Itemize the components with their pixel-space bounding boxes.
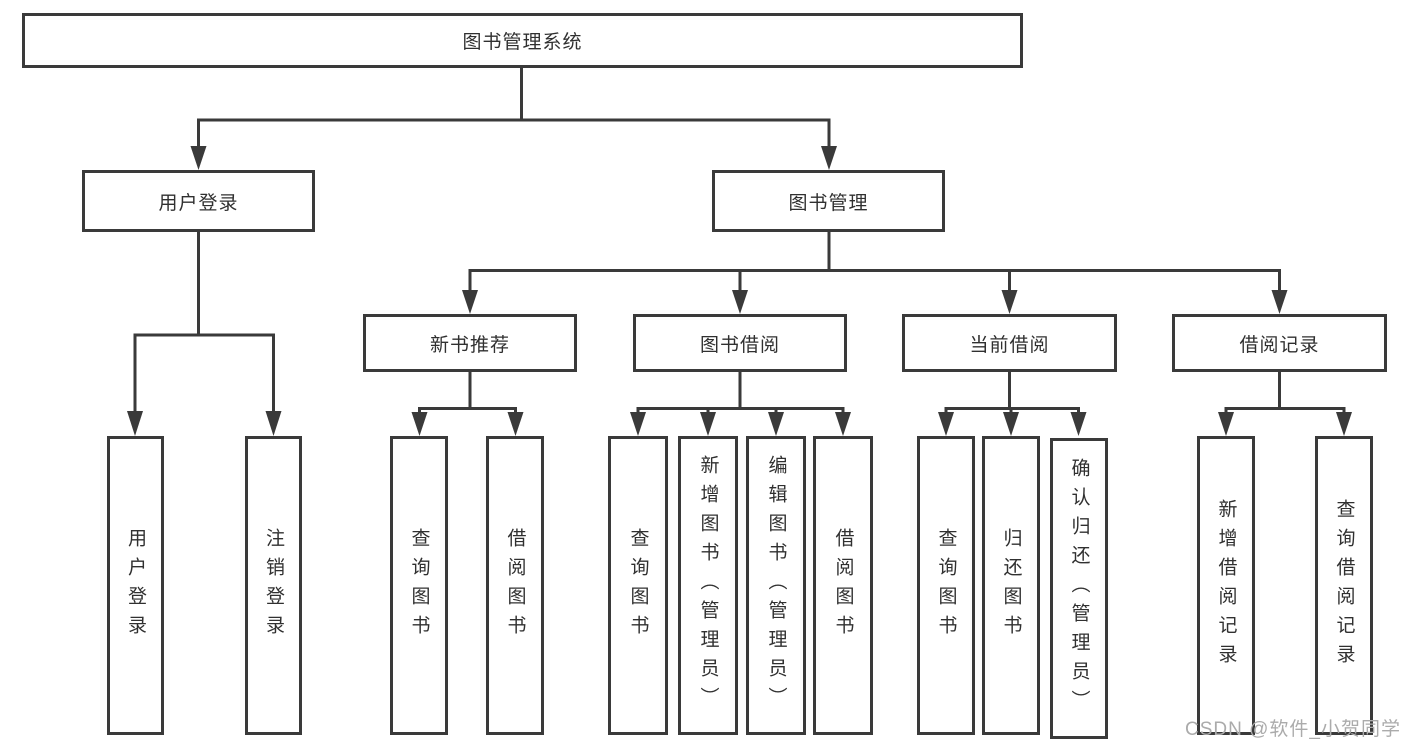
leaf-bor-edit-book: 编辑图书（管理员） [746, 436, 806, 735]
leaf-cur-query-book: 查询图书 [917, 436, 975, 735]
node-book-borrow-label: 图书借阅 [699, 334, 780, 356]
arrowhead-bor-query [630, 412, 646, 436]
connector-level1-branch [197, 118, 831, 147]
leaf-bor-edit-book-label: 编辑图书（管理员） [765, 455, 787, 716]
node-root-label: 图书管理系统 [462, 32, 583, 53]
arrowhead-user-login [190, 146, 207, 170]
node-user-login-label: 用户登录 [158, 192, 239, 214]
node-book-mgmt-label: 图书管理 [788, 192, 869, 214]
arrowhead-borrow-record [1271, 290, 1288, 314]
arrowhead-book-borrow [732, 290, 748, 314]
node-borrow-record: 借阅记录 [1172, 314, 1387, 372]
leaf-cur-confirm-return-label: 确认归还（管理员） [1068, 458, 1090, 719]
node-new-book-rec-label: 新书推荐 [429, 334, 510, 356]
arrowhead-leaf-user-login [127, 411, 143, 436]
leaf-bor-add-book: 新增图书（管理员） [678, 436, 738, 735]
leaf-logout-label: 注销登录 [263, 527, 284, 644]
arrowhead-cur-query [938, 412, 954, 436]
leaf-record-query-label: 查询借阅记录 [1333, 498, 1355, 673]
arrowhead-bor-add [700, 412, 716, 436]
leaf-bor-add-book-label: 新增图书（管理员） [697, 455, 719, 716]
csdn-watermark: CSDN @软件_小贺同学 [1185, 719, 1401, 740]
leaf-bor-borrow-book-label: 借阅图书 [832, 527, 854, 644]
arrowhead-record-query [1336, 412, 1352, 436]
leaf-rec-query-book-label: 查询图书 [408, 527, 430, 644]
leaf-record-add-label: 新增借阅记录 [1215, 498, 1237, 673]
leaf-rec-borrow-book: 借阅图书 [486, 436, 544, 735]
leaf-logout: 注销登录 [245, 436, 302, 735]
connector-borrow-branch [636, 407, 845, 413]
connector-rec-branch [418, 407, 517, 413]
leaf-cur-confirm-return: 确认归还（管理员） [1050, 438, 1108, 739]
arrowhead-current-borrow [1001, 290, 1018, 314]
node-new-book-rec: 新书推荐 [363, 314, 577, 372]
arrowhead-cur-confirm [1070, 412, 1087, 436]
leaf-rec-query-book: 查询图书 [390, 436, 448, 735]
leaf-bor-query-book-label: 查询图书 [627, 527, 649, 644]
node-user-login: 用户登录 [82, 170, 315, 232]
arrowhead-new-book-rec [462, 290, 478, 314]
leaf-user-login-label: 用户登录 [125, 527, 146, 644]
arrowhead-cur-return [1003, 412, 1019, 436]
leaf-user-login: 用户登录 [107, 436, 164, 735]
connector-user-login-branch [133, 333, 275, 412]
leaf-cur-return-book-label: 归还图书 [1000, 527, 1022, 644]
leaf-bor-borrow-book: 借阅图书 [813, 436, 873, 735]
leaf-cur-return-book: 归还图书 [982, 436, 1040, 735]
arrowhead-leaf-logout [265, 411, 282, 436]
arrowhead-record-add [1218, 412, 1234, 436]
arrowhead-rec-query [411, 412, 428, 436]
node-current-borrow: 当前借阅 [902, 314, 1117, 372]
leaf-record-add: 新增借阅记录 [1197, 436, 1255, 735]
arrowhead-bor-borrow [835, 412, 851, 436]
connector-record-branch [1224, 407, 1346, 413]
leaf-rec-borrow-book-label: 借阅图书 [504, 527, 526, 644]
node-root: 图书管理系统 [22, 13, 1023, 68]
leaf-record-query: 查询借阅记录 [1315, 436, 1373, 735]
leaf-cur-query-book-label: 查询图书 [935, 527, 957, 644]
node-current-borrow-label: 当前借阅 [969, 334, 1050, 356]
arrowhead-rec-borrow [507, 412, 524, 436]
node-borrow-record-label: 借阅记录 [1239, 334, 1320, 356]
arrowhead-bor-edit [768, 412, 784, 436]
leaf-bor-query-book: 查询图书 [608, 436, 668, 735]
node-book-borrow: 图书借阅 [633, 314, 847, 372]
node-book-mgmt: 图书管理 [712, 170, 945, 232]
connector-level2-branch [468, 269, 1281, 291]
arrowhead-book-mgmt [821, 146, 837, 170]
